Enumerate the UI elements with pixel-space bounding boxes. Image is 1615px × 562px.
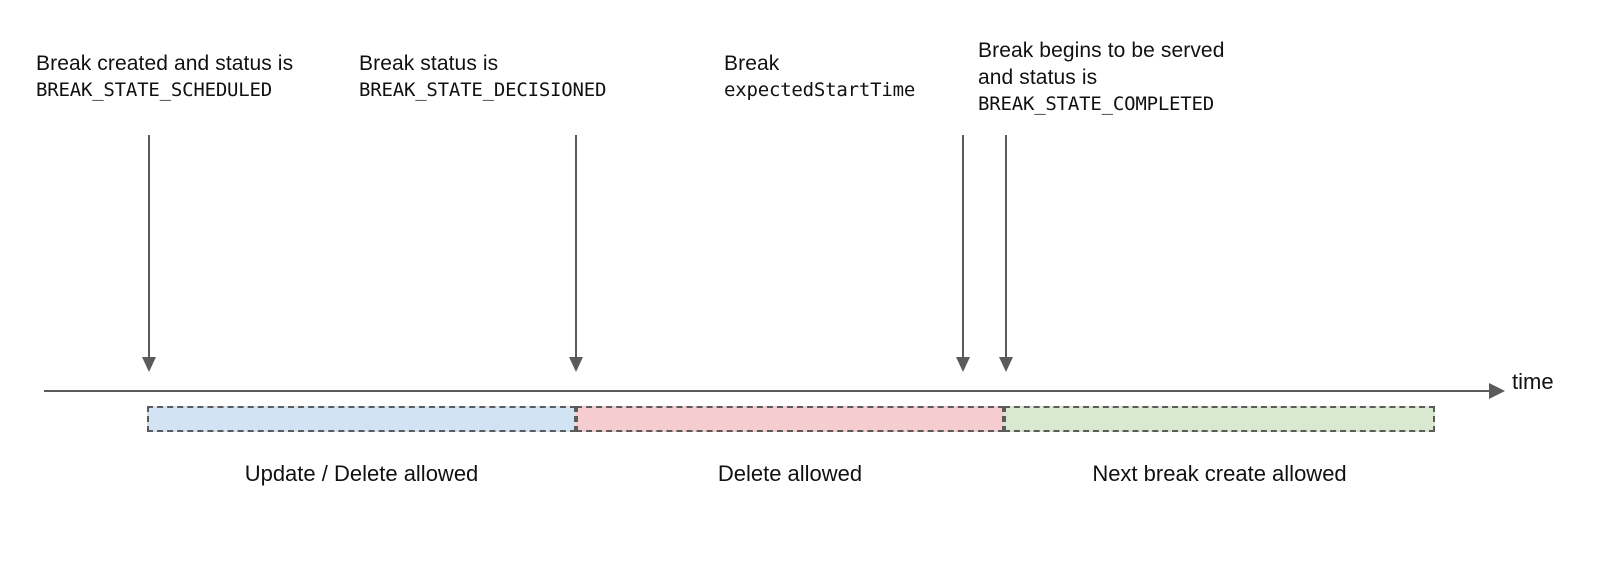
arrow-shaft xyxy=(962,135,964,358)
annotation-line: Break created and status is xyxy=(36,52,294,75)
arrow-head-down-icon xyxy=(999,357,1013,372)
annotation-code-line: BREAK_STATE_SCHEDULED xyxy=(36,79,273,101)
arrow-head-down-icon xyxy=(956,357,970,372)
pointer-arrow-break-served-completed xyxy=(999,135,1013,372)
annotation-code-line: expectedStartTime xyxy=(724,79,916,101)
arrow-head-down-icon xyxy=(569,357,583,372)
time-axis-label: time xyxy=(1512,369,1554,394)
annotation-break-expected-start-time: Break expectedStartTime xyxy=(724,50,915,104)
annotation-code-line: BREAK_STATE_COMPLETED xyxy=(978,93,1215,115)
phase-bar-delete-allowed xyxy=(576,406,1004,432)
phase-caption-delete-allowed: Delete allowed xyxy=(717,461,863,486)
phase-caption-next-break-create-allowed: Next break create allowed xyxy=(1092,461,1347,486)
phase-caption-update-delete-allowed: Update / Delete allowed xyxy=(244,461,479,486)
pointer-arrow-break-decisioned xyxy=(569,135,583,372)
annotation-line: Break status is xyxy=(359,52,499,75)
pointer-arrow-break-expected-start-time xyxy=(956,135,970,372)
arrow-shaft xyxy=(1005,135,1007,358)
annotation-code-line: BREAK_STATE_DECISIONED xyxy=(359,79,607,101)
phase-bar-update-delete-allowed xyxy=(147,406,576,432)
annotation-break-created-scheduled: Break created and status is BREAK_STATE_… xyxy=(36,50,293,104)
arrow-shaft xyxy=(148,135,150,358)
annotation-line: and status is xyxy=(978,66,1098,89)
annotation-line: Break xyxy=(724,52,780,75)
arrow-head-down-icon xyxy=(142,357,156,372)
pointer-arrow-break-created-scheduled xyxy=(142,135,156,372)
time-axis-line xyxy=(44,390,1497,392)
annotation-line: Break begins to be served xyxy=(978,39,1225,62)
arrow-shaft xyxy=(575,135,577,358)
arrow-head-right-icon xyxy=(1489,383,1505,399)
annotation-break-decisioned: Break status is BREAK_STATE_DECISIONED xyxy=(359,50,606,104)
annotation-break-served-completed: Break begins to be served and status is … xyxy=(978,37,1224,118)
phase-bar-next-break-create-allowed xyxy=(1004,406,1435,432)
